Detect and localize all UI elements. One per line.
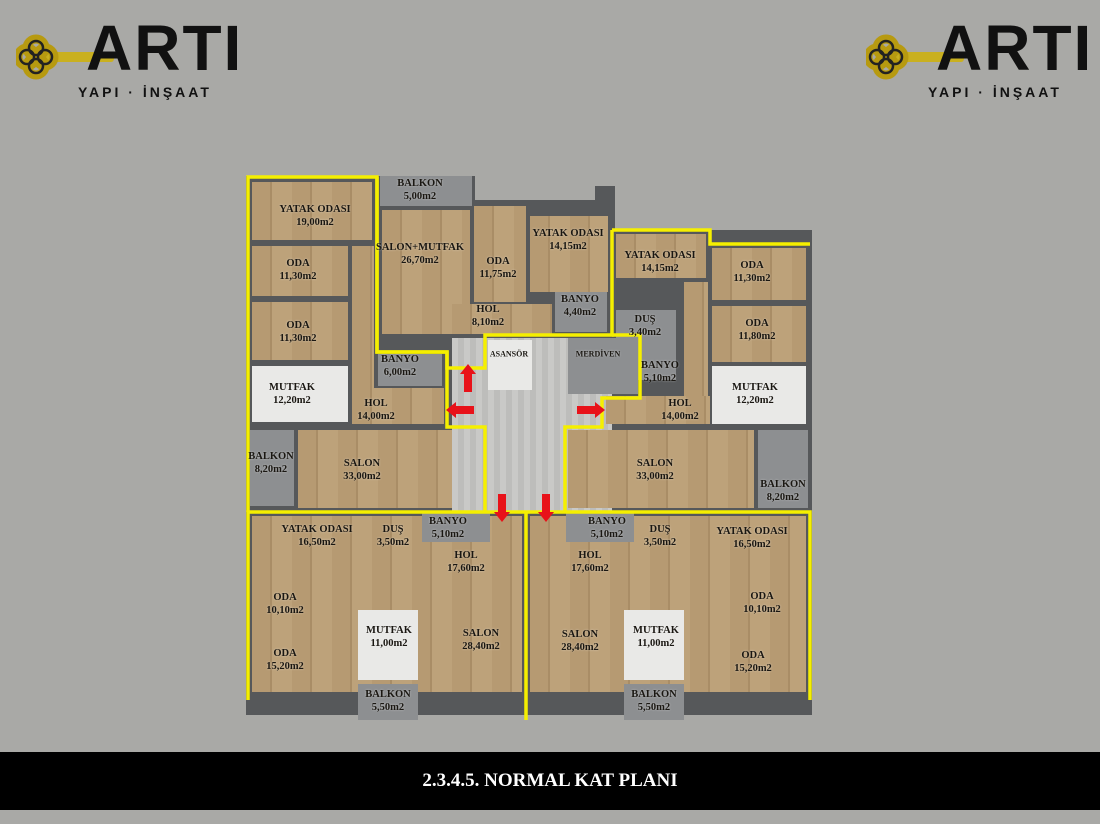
bathroom-floor [555, 292, 607, 332]
balcony-floor [358, 684, 418, 720]
elevator [488, 340, 532, 390]
kitchen-floor [624, 610, 684, 680]
company-logo-left: ARTI YAPI · İNŞAAT [8, 16, 241, 106]
logo-name: ARTI [936, 12, 1094, 84]
company-logo-right: ARTI YAPI · İNŞAAT [858, 16, 1091, 106]
balcony-floor [758, 430, 808, 508]
hall-floor [606, 396, 710, 424]
kitchen-floor [358, 610, 418, 680]
hall-floor [352, 388, 444, 424]
bathroom-floor [422, 512, 490, 542]
hall-floor [452, 304, 552, 334]
apartment-outlines [246, 175, 812, 720]
logo-tagline: YAPI · İNŞAAT [928, 84, 1062, 100]
room-floor [252, 182, 372, 240]
key-icon [866, 34, 964, 80]
outline-apartment-3 [563, 333, 642, 512]
arrow-down-icon [494, 494, 510, 522]
room-floor [252, 246, 348, 296]
kitchen-floor [712, 366, 806, 424]
kitchen-floor [252, 366, 348, 422]
entrance-arrows [446, 364, 605, 522]
arrow-up-icon [460, 364, 476, 392]
room-floor [616, 234, 706, 278]
key-icon [16, 34, 114, 80]
room-floor [568, 430, 754, 508]
bathroom-floor [616, 310, 676, 380]
room-floor [252, 302, 348, 360]
logo-tagline: YAPI · İNŞAAT [78, 84, 212, 100]
room-floor [712, 306, 806, 362]
hall-floor [352, 246, 374, 424]
outline-apartment-4 [246, 510, 812, 700]
outline-apartment-3 [612, 228, 810, 246]
arrow-right-icon [577, 402, 605, 418]
balcony-floor [624, 684, 684, 720]
bathroom-floor [378, 354, 442, 386]
room-floor [712, 248, 806, 300]
stairs-label: MERDİVEN [575, 349, 621, 359]
title-bar: 2.3.4.5. NORMAL KAT PLANI [0, 752, 1100, 810]
balcony-floor [250, 430, 294, 506]
logo-name: ARTI [86, 12, 244, 84]
arrow-left-icon [446, 402, 474, 418]
balcony-floor [380, 176, 472, 206]
room-floor [530, 216, 608, 292]
page-title: 2.3.4.5. NORMAL KAT PLANI [422, 770, 678, 791]
arrow-down-icon [538, 494, 554, 522]
room-floor [474, 206, 526, 302]
bathroom-floor [566, 512, 634, 542]
building-wall [595, 186, 615, 216]
elevator-label: ASANSÖR [489, 349, 529, 359]
